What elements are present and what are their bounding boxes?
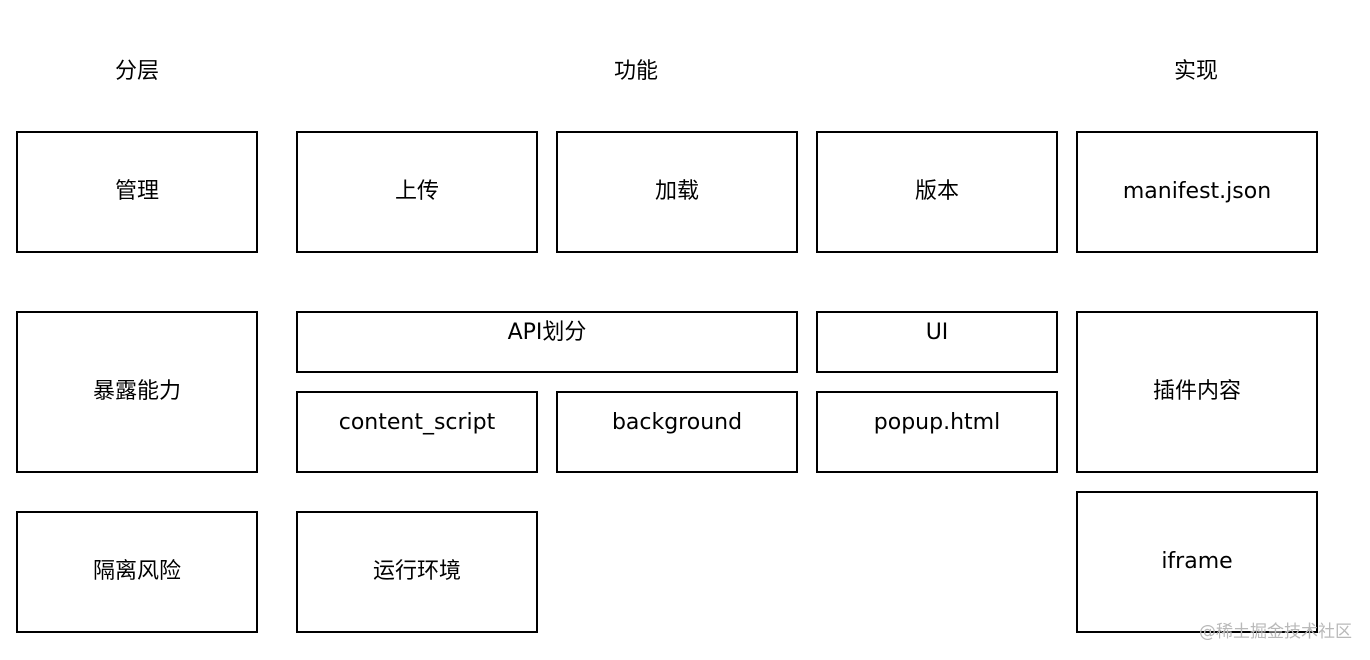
- impl-manifest-label: manifest.json: [1122, 179, 1272, 204]
- api-content-script-label: content_script: [338, 410, 496, 435]
- function-version-label: 版本: [914, 179, 959, 204]
- api-background-box: background: [556, 391, 798, 473]
- layer-management-label: 管理: [114, 179, 159, 204]
- api-group-label: API划分: [507, 320, 587, 345]
- function-load-label: 加载: [654, 179, 699, 204]
- layer-management-box: 管理: [16, 131, 258, 253]
- ui-popup-label: popup.html: [873, 410, 1001, 435]
- impl-iframe-label: iframe: [1161, 549, 1233, 574]
- header-implementation: 实现: [1173, 59, 1218, 84]
- layer-exposure-label: 暴露能力: [92, 379, 181, 404]
- function-load-box: 加载: [556, 131, 798, 253]
- api-background-label: background: [611, 410, 743, 435]
- impl-plugin-content-box: 插件内容: [1076, 311, 1318, 473]
- api-group-box: API划分: [296, 311, 798, 373]
- ui-popup-box: popup.html: [816, 391, 1058, 473]
- watermark: @稀土掘金技术社区: [1199, 622, 1352, 642]
- function-upload-box: 上传: [296, 131, 538, 253]
- function-upload-label: 上传: [394, 179, 439, 204]
- ui-group-label: UI: [925, 320, 949, 345]
- function-runtime-box: 运行环境: [296, 511, 538, 633]
- header-layer: 分层: [114, 59, 159, 84]
- impl-manifest-box: manifest.json: [1076, 131, 1318, 253]
- api-content-script-box: content_script: [296, 391, 538, 473]
- layer-exposure-box: 暴露能力: [16, 311, 258, 473]
- layer-isolation-label: 隔离风险: [92, 559, 181, 584]
- ui-group-box: UI: [816, 311, 1058, 373]
- function-runtime-label: 运行环境: [372, 559, 461, 584]
- layer-isolation-box: 隔离风险: [16, 511, 258, 633]
- impl-plugin-content-label: 插件内容: [1152, 379, 1241, 404]
- header-function: 功能: [613, 59, 658, 84]
- impl-iframe-box: iframe: [1076, 491, 1318, 633]
- function-version-box: 版本: [816, 131, 1058, 253]
